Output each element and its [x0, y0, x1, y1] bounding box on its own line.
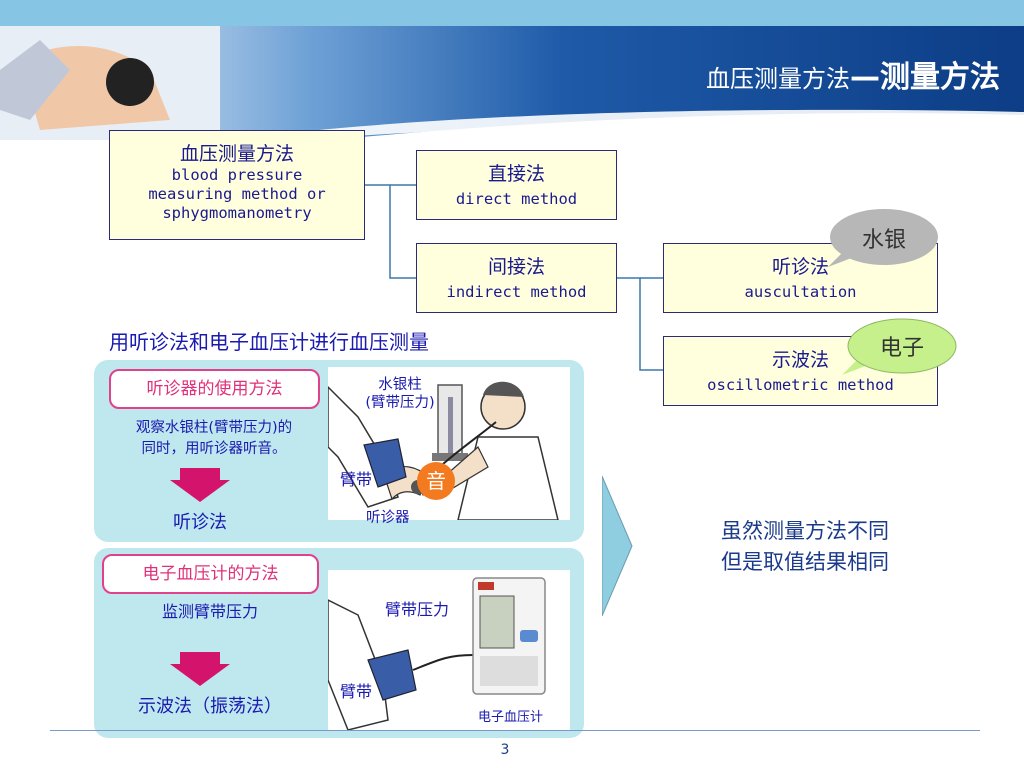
oscillometric-en: oscillometric method	[707, 376, 894, 394]
oscillometric-result: 示波法（振荡法）	[138, 696, 282, 717]
cuff-pressure-label: 臂带压力	[385, 600, 450, 619]
bubble-mercury: 水银	[861, 228, 906, 253]
page-title: 血压测量方法—测量方法	[560, 52, 1000, 96]
indirect-box: 间接法 indirect method	[416, 243, 617, 313]
auscultation-desc-1: 观察水银柱(臂带压力)的	[135, 420, 293, 436]
header-banner	[0, 0, 1024, 140]
tree-connectors	[365, 184, 663, 371]
root-en-2: measuring method or	[148, 185, 326, 203]
title-sub: 测量方法	[880, 60, 1000, 95]
direct-zh: 直接法	[487, 163, 545, 185]
down-arrow-icon	[170, 468, 230, 502]
oscillometric-zh: 示波法	[771, 349, 829, 371]
section-subtitle: 用听诊法和电子血压计进行血压测量	[109, 330, 429, 354]
bubble-electronic: 电子	[879, 336, 924, 361]
auscultation-desc-2: 同时，用听诊器听音。	[141, 441, 287, 457]
auscultation-box: 听诊法 auscultation	[663, 243, 938, 313]
direct-box: 直接法 direct method	[416, 150, 617, 220]
conclusion-line-1: 虽然测量方法不同	[721, 519, 889, 543]
cuff-label-top: 臂带	[340, 470, 373, 489]
sound-badge: 音	[417, 462, 455, 500]
auscultation-en: auscultation	[744, 283, 857, 301]
down-arrow-icon	[170, 652, 230, 686]
conclusion-text: 虽然测量方法不同 但是取值结果相同	[675, 516, 935, 578]
auscultation-description: 观察水银柱(臂带压力)的 同时，用听诊器听音。	[104, 418, 324, 460]
oscillometric-description: 监测臂带压力	[161, 602, 258, 621]
device-label: 电子血压计	[478, 710, 544, 725]
footer-divider	[50, 730, 980, 731]
stethoscope-label: 听诊器	[366, 510, 410, 526]
auscultation-zh: 听诊法	[771, 256, 829, 278]
monitor-illustration	[328, 577, 546, 730]
cuff-label-bottom: 臂带	[340, 682, 373, 701]
mercury-label-2: (臂带压力)	[365, 395, 435, 411]
mercury-label: 水银柱 (臂带压力)	[360, 376, 440, 412]
root-en-1: blood pressure	[171, 166, 303, 184]
root-zh: 血压测量方法	[179, 143, 294, 165]
title-main: 血压测量方法	[706, 65, 850, 93]
title-separator: —	[850, 60, 880, 95]
indirect-zh: 间接法	[487, 256, 545, 278]
conclusion-line-2: 但是取值结果相同	[721, 550, 889, 574]
label-stethoscope-method: 听诊器的使用方法	[109, 369, 320, 409]
chevron-right-icon	[602, 476, 633, 616]
root-en-3: sphygmomanometry	[162, 204, 312, 222]
page-number: 3	[500, 742, 510, 758]
auscultation-result: 听诊法	[173, 512, 227, 533]
bubble-electronic-shape	[842, 318, 957, 375]
bubble-mercury-shape	[828, 209, 938, 267]
mercury-label-1: 水银柱	[378, 377, 422, 393]
label-electronic-method: 电子血压计的方法	[102, 554, 319, 594]
root-box: 血压测量方法 blood pressure measuring method o…	[109, 130, 365, 240]
direct-en: direct method	[455, 190, 578, 208]
indirect-en: indirect method	[446, 283, 587, 301]
